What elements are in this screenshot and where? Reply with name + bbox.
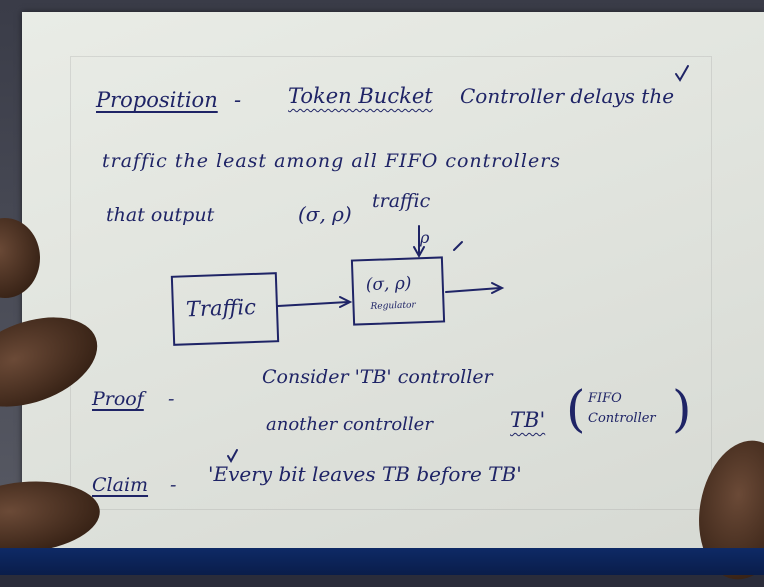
output-arrow-shaft xyxy=(445,287,501,293)
output-arrow-head xyxy=(491,282,505,294)
proposition-line2: traffic the least among all FIFO control… xyxy=(102,150,562,172)
proposition-line3-a: that output xyxy=(106,204,215,226)
sheet-border xyxy=(70,56,712,510)
proof-tb-prime: TB' xyxy=(510,408,546,432)
proof-line2-a: another controller xyxy=(266,414,433,435)
traffic-arrow-shaft xyxy=(277,301,349,307)
claim-text: 'Every bit leaves TB before TB' xyxy=(208,462,522,486)
paren-line2: Controller xyxy=(588,411,656,426)
traffic-arrow-head xyxy=(339,296,353,308)
proof-dash: - xyxy=(168,388,175,410)
claim-checkmark-icon xyxy=(227,449,238,464)
proposition-line1-rest: Controller delays the xyxy=(460,84,675,108)
paren-line1: FIFO xyxy=(588,391,622,406)
token-bucket-text: Token Bucket xyxy=(288,84,433,108)
paper-sheet: Proposition - Token Bucket Controller de… xyxy=(22,12,764,557)
tick-mark-icon xyxy=(453,241,463,251)
claim-dash: - xyxy=(170,474,177,496)
rho-input-label: ρ xyxy=(420,228,430,247)
diagram-strokes xyxy=(227,65,689,464)
proof-label: Proof xyxy=(92,388,144,410)
claim-label: Claim xyxy=(92,474,149,496)
proposition-sigma-rho: (σ, ρ) xyxy=(298,202,352,226)
paren-open: ( xyxy=(566,380,586,438)
bottom-bar xyxy=(0,548,764,575)
proposition-dash: - xyxy=(234,88,242,112)
input-arrow-head xyxy=(413,246,425,259)
paren-close: ) xyxy=(672,380,692,438)
proposition-label: Proposition xyxy=(96,88,218,112)
proof-line1: Consider 'TB' controller xyxy=(262,366,493,388)
proposition-line3-b: traffic xyxy=(372,190,431,212)
checkmark-icon xyxy=(675,65,689,82)
